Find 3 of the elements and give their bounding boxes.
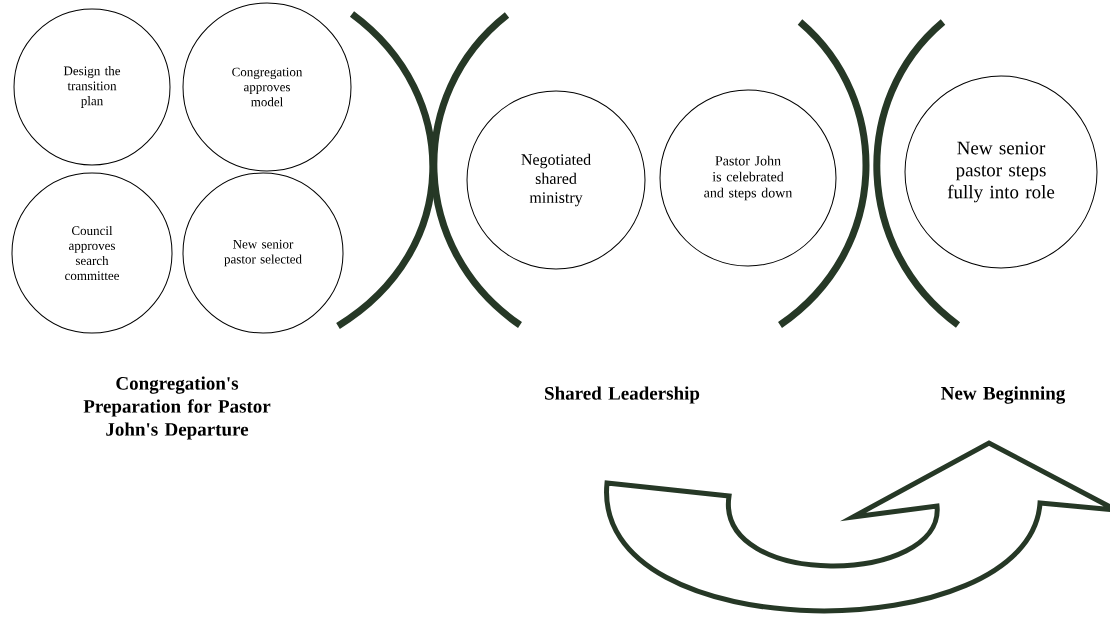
phase-title: Congregation's Preparation for Pastor John's Departure	[83, 376, 271, 440]
phase-title: Shared Leadership	[545, 386, 700, 404]
phase-title: New Beginning	[941, 386, 1066, 404]
